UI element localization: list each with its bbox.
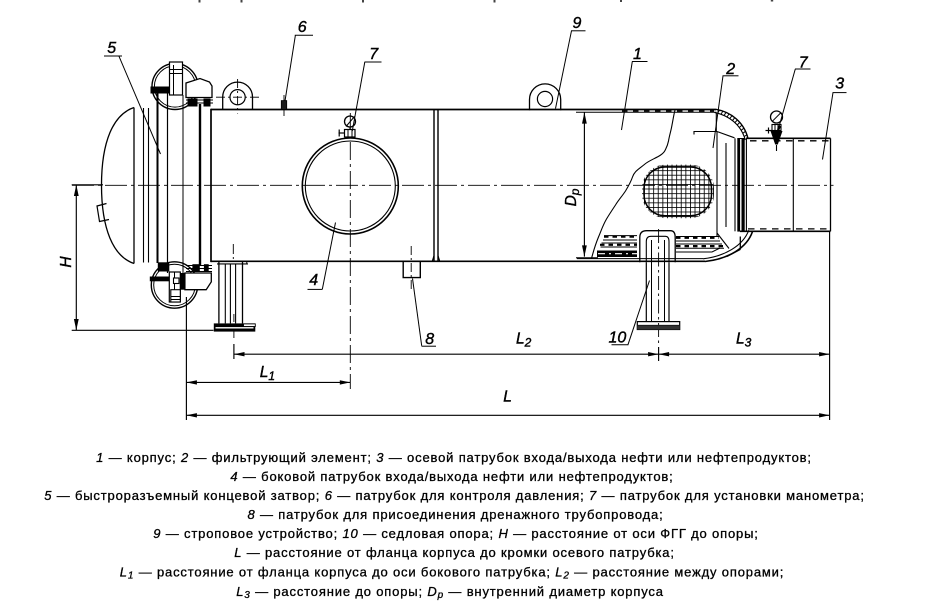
svg-text:4: 4: [309, 272, 318, 289]
svg-text:7: 7: [799, 54, 809, 71]
svg-text:4 — боковой патрубок входа/вых: 4 — боковой патрубок входа/выхода нефти …: [230, 469, 673, 484]
svg-text:L2: L2: [516, 331, 532, 350]
svg-text:8 — патрубок для присоединения: 8 — патрубок для присоединения дренажног…: [247, 507, 663, 522]
svg-text:1: 1: [633, 46, 642, 63]
svg-text:L: L: [503, 388, 512, 405]
svg-text:L3: L3: [736, 331, 752, 350]
svg-text:7: 7: [369, 46, 379, 63]
svg-text:6: 6: [298, 19, 307, 36]
svg-text:10: 10: [609, 329, 627, 346]
svg-text:3: 3: [835, 76, 844, 93]
svg-text:1 — корпус; 2 — фильтрующий эл: 1 — корпус; 2 — фильтрующий элемент; 3 —…: [96, 450, 812, 465]
svg-text:H: H: [58, 256, 75, 268]
svg-text:2: 2: [725, 61, 735, 78]
svg-text:L1 — расстояние от фланца корп: L1 — расстояние от фланца корпуса до оси…: [120, 565, 784, 582]
svg-text:L — расстояние от фланца корпу: L — расстояние от фланца корпуса до кром…: [234, 545, 675, 560]
svg-text:9: 9: [573, 15, 582, 32]
svg-text:5: 5: [107, 40, 116, 57]
svg-text:Dp: Dp: [563, 188, 582, 206]
svg-text:5 — быстроразъемный концевой з: 5 — быстроразъемный концевой затвор; 6 —…: [44, 488, 865, 503]
svg-text:8: 8: [425, 331, 434, 348]
svg-text:L3 — расстояние до опоры; Dp —: L3 — расстояние до опоры; Dp — внутренни…: [236, 584, 664, 601]
svg-text:L1: L1: [260, 364, 275, 383]
svg-text:9 — строповое устройство; 10 —: 9 — строповое устройство; 10 — седловая …: [153, 526, 758, 541]
